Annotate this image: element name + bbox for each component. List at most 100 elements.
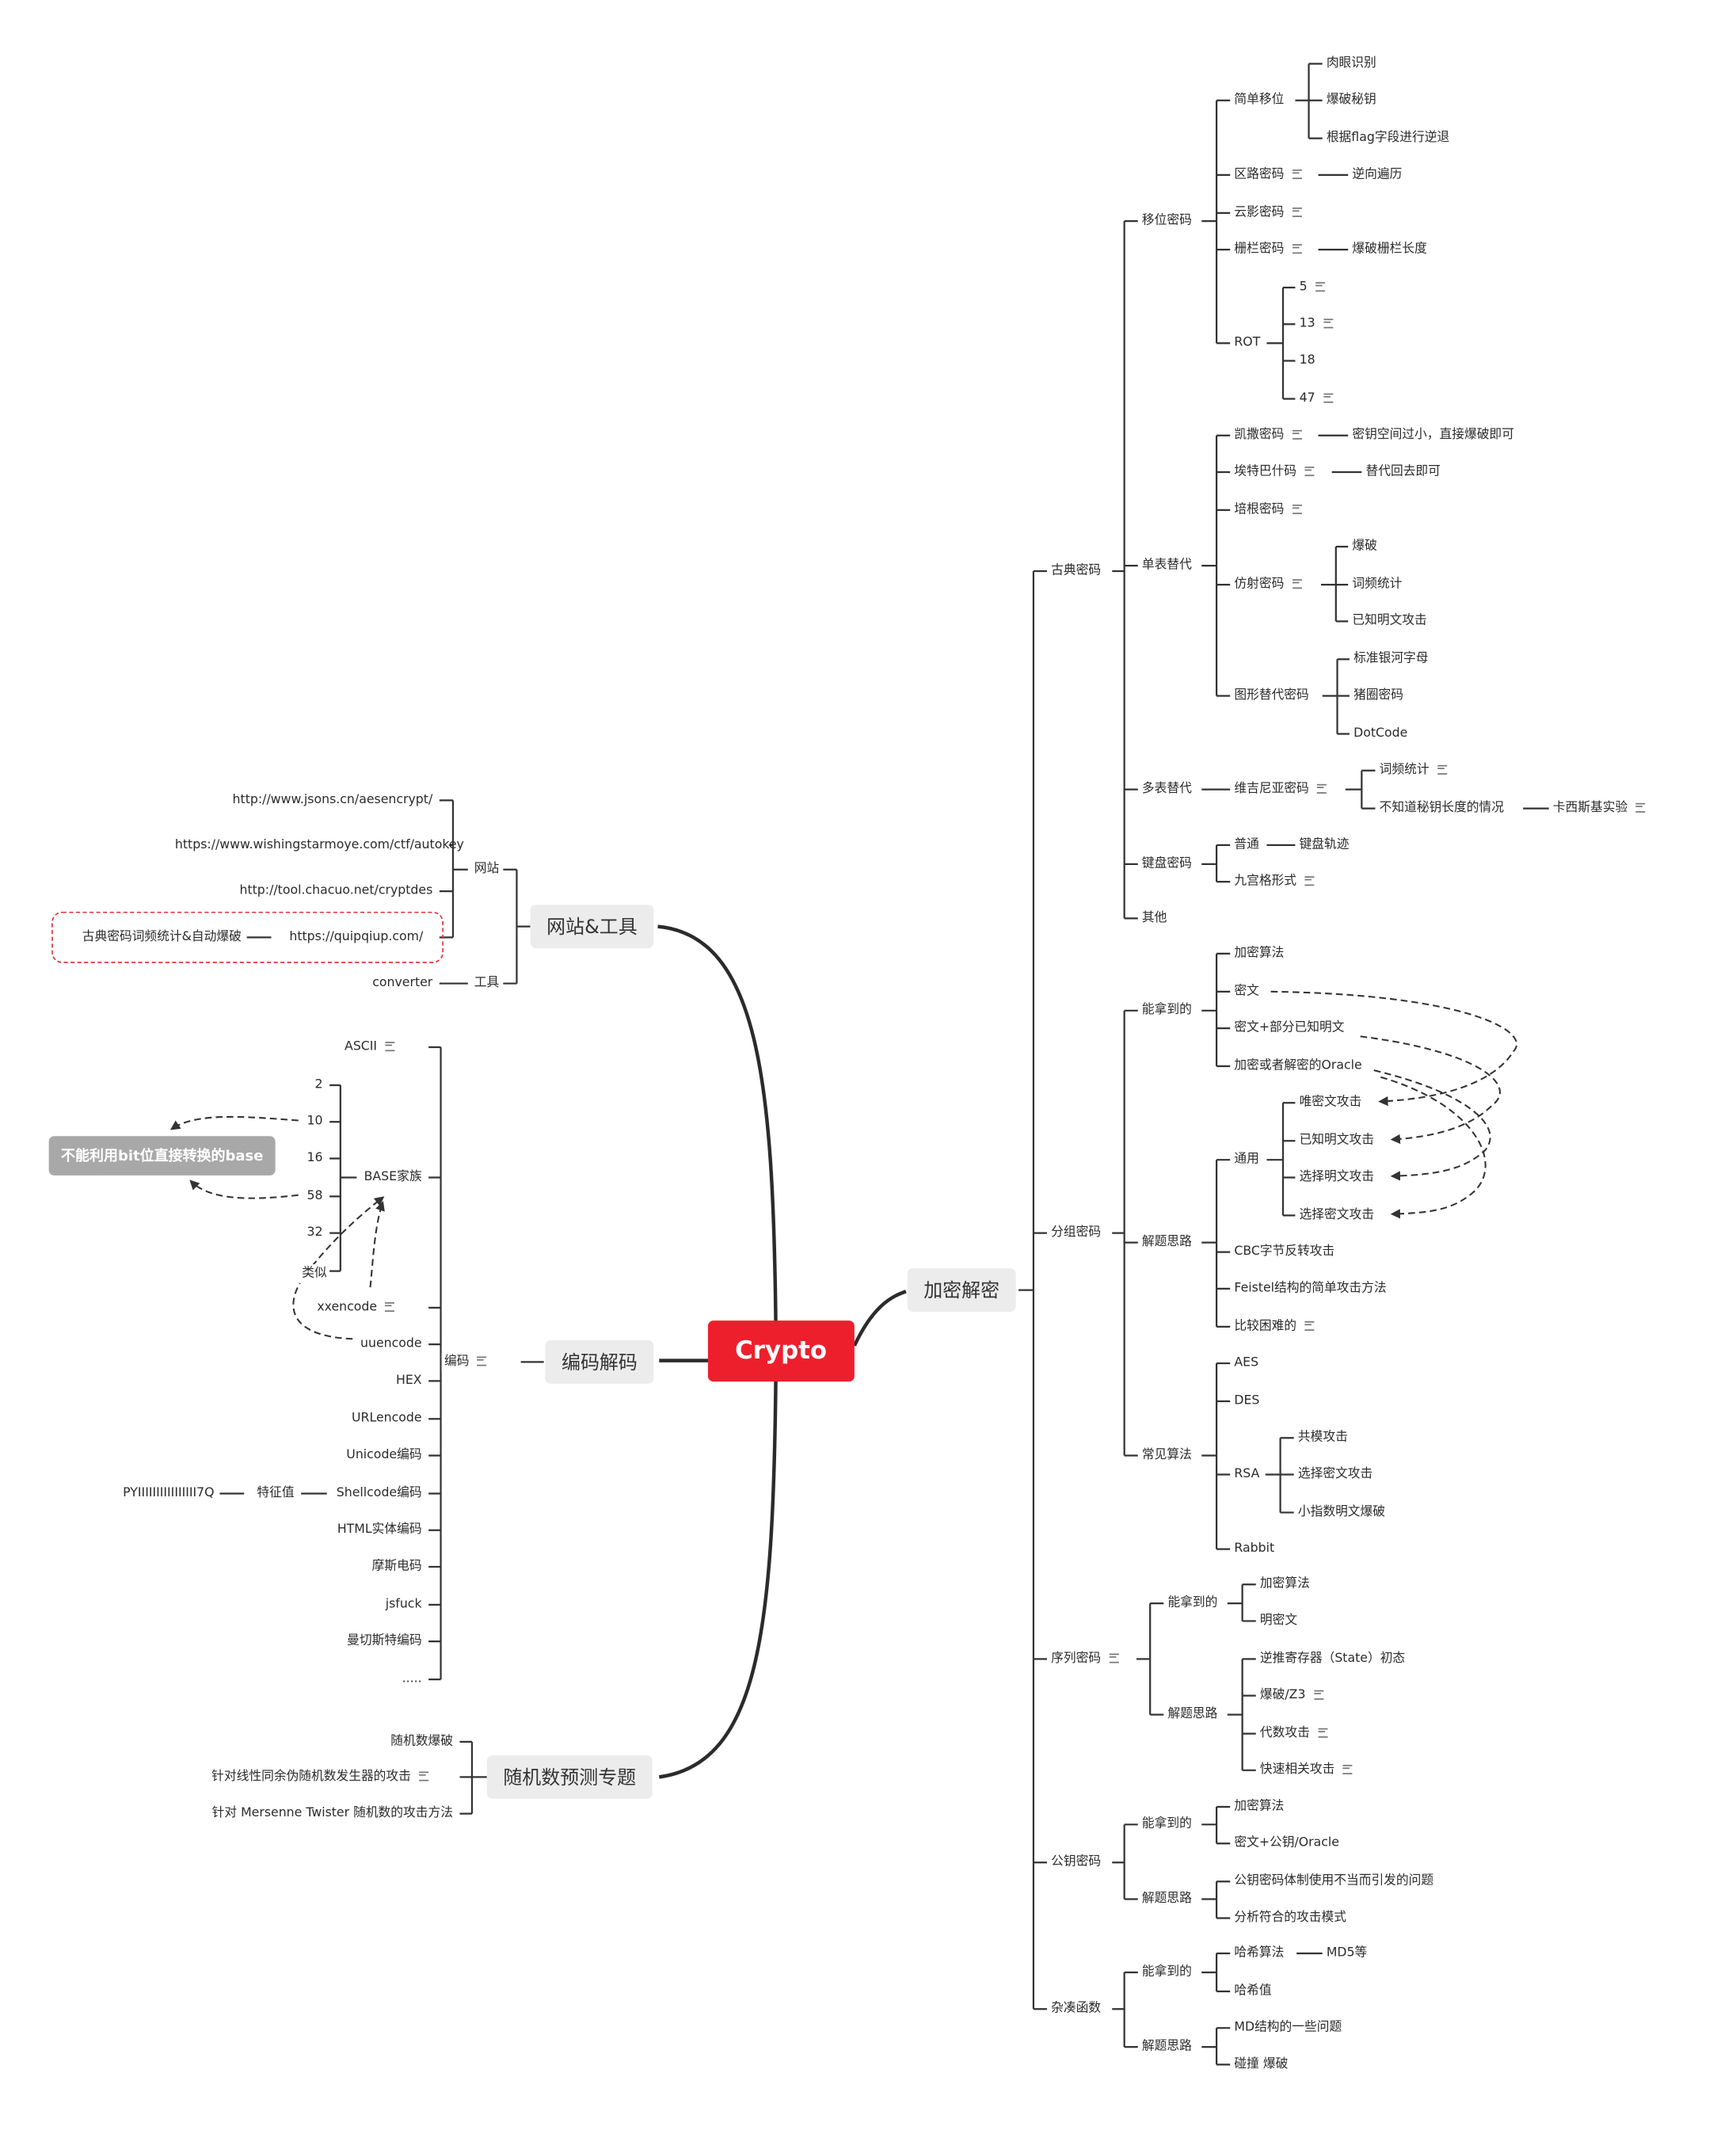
leaf[interactable]: jsfuck bbox=[383, 1595, 425, 1614]
leaf[interactable]: 曼切斯特编码 bbox=[344, 1632, 425, 1652]
bacon-node[interactable]: 培根密码 bbox=[1231, 500, 1304, 520]
leaf[interactable]: 针对线性同余伪随机数发生器的攻击 bbox=[208, 1767, 432, 1787]
leaf[interactable]: 已知明文攻击 bbox=[1296, 1131, 1377, 1151]
leaf[interactable]: 公钥密码体制使用不当而引发的问题 bbox=[1231, 1872, 1437, 1892]
note-icon[interactable] bbox=[1318, 1728, 1328, 1738]
leaf[interactable]: 快速相关攻击 bbox=[1257, 1760, 1356, 1780]
base-family-node[interactable]: BASE家族 bbox=[361, 1168, 425, 1187]
leaf[interactable]: HEX bbox=[393, 1371, 425, 1391]
leaf[interactable]: 碰撞 爆破 bbox=[1231, 2055, 1291, 2075]
leaf[interactable]: 肉眼识别 bbox=[1323, 54, 1380, 74]
leaf[interactable]: 九宫格形式 bbox=[1231, 872, 1317, 892]
atbash-node[interactable]: 埃特巴什码 bbox=[1231, 462, 1317, 482]
leaf[interactable]: URLencode bbox=[348, 1409, 425, 1429]
leaf[interactable]: MD5等 bbox=[1323, 1944, 1370, 1963]
leaf[interactable]: Unicode编码 bbox=[343, 1446, 425, 1465]
poly-node[interactable]: 多表替代 bbox=[1139, 779, 1195, 799]
other-node[interactable]: 其他 bbox=[1139, 909, 1170, 928]
note-icon[interactable] bbox=[419, 1771, 429, 1781]
root-node[interactable]: Crypto bbox=[707, 1320, 855, 1382]
mono-node[interactable]: 单表替代 bbox=[1139, 556, 1195, 576]
leaf[interactable]: 哈希算法 bbox=[1231, 1944, 1287, 1963]
leaf[interactable]: 58 bbox=[304, 1187, 326, 1206]
leaf[interactable]: 小指数明文爆破 bbox=[1295, 1503, 1388, 1522]
leaf[interactable]: 不知道秘钥长度的情况 bbox=[1376, 798, 1507, 818]
pubkey-node[interactable]: 公钥密码 bbox=[1048, 1853, 1104, 1873]
branch-crypt[interactable]: 加密解密 bbox=[907, 1268, 1016, 1312]
leaf[interactable]: 共模攻击 bbox=[1295, 1428, 1351, 1448]
note-icon[interactable] bbox=[385, 1302, 395, 1312]
leaf[interactable]: 爆破秘钥 bbox=[1323, 90, 1380, 110]
leaf[interactable]: DES bbox=[1231, 1392, 1262, 1411]
leaf[interactable]: 类似 bbox=[299, 1264, 330, 1284]
vigenere-node[interactable]: 维吉尼亚密码 bbox=[1231, 779, 1330, 799]
leaf[interactable]: 爆破栅栏长度 bbox=[1349, 240, 1430, 260]
leaf[interactable]: 选择密文攻击 bbox=[1296, 1206, 1377, 1225]
note-icon[interactable] bbox=[1323, 318, 1333, 329]
leaf[interactable]: uuencode bbox=[357, 1335, 425, 1355]
websites-node[interactable]: 网站 bbox=[471, 859, 502, 879]
note-icon[interactable] bbox=[477, 1356, 487, 1366]
branch-tools[interactable]: 网站&工具 bbox=[530, 905, 654, 949]
graphic-node[interactable]: 图形替代密码 bbox=[1231, 686, 1312, 706]
leaf[interactable]: 2 bbox=[312, 1076, 326, 1095]
note-icon[interactable] bbox=[1292, 244, 1302, 254]
cloud-cipher-node[interactable]: 云影密码 bbox=[1231, 203, 1304, 223]
note-icon[interactable] bbox=[1304, 1320, 1315, 1331]
leaf[interactable]: 卡西斯基实验 bbox=[1550, 798, 1648, 818]
leaf[interactable]: DotCode bbox=[1350, 724, 1410, 744]
classical-node[interactable]: 古典密码 bbox=[1048, 561, 1104, 581]
caesar-node[interactable]: 凯撒密码 bbox=[1231, 425, 1304, 445]
ascii-node[interactable]: ASCII bbox=[341, 1038, 398, 1057]
leaf[interactable]: 哈希值 bbox=[1231, 1981, 1275, 2001]
leaf[interactable]: 10 bbox=[304, 1112, 326, 1132]
leaf[interactable]: MD结构的一些问题 bbox=[1231, 2018, 1345, 2038]
leaf[interactable]: 爆破 bbox=[1349, 537, 1380, 557]
block-obtain-node[interactable]: 能拿到的 bbox=[1139, 1000, 1195, 1020]
leaf[interactable]: 分析符合的攻击模式 bbox=[1231, 1908, 1350, 1928]
branch-random[interactable]: 随机数预测专题 bbox=[486, 1755, 653, 1799]
leaf[interactable]: Shellcode编码 bbox=[333, 1484, 425, 1503]
note-icon[interactable] bbox=[1292, 208, 1302, 217]
hash-obtain-node[interactable]: 能拿到的 bbox=[1139, 1962, 1195, 1982]
leaf[interactable]: 已知明文攻击 bbox=[1349, 612, 1430, 631]
note-icon[interactable] bbox=[1317, 783, 1327, 794]
note-icon[interactable] bbox=[1437, 764, 1447, 775]
link-quipqiup[interactable]: https://quipqiup.com/ bbox=[286, 928, 426, 947]
leaf[interactable]: 5 bbox=[1296, 278, 1328, 298]
note-icon[interactable] bbox=[1292, 170, 1302, 180]
note-icon[interactable] bbox=[1304, 467, 1315, 477]
stream-approach-node[interactable]: 解题思路 bbox=[1165, 1705, 1220, 1724]
leaf[interactable]: 加密算法 bbox=[1231, 1797, 1287, 1817]
block-approach-node[interactable]: 解题思路 bbox=[1139, 1233, 1195, 1252]
leaf[interactable]: AES bbox=[1231, 1354, 1262, 1374]
leaf[interactable]: 18 bbox=[1296, 351, 1319, 371]
leaf[interactable]: 选择明文攻击 bbox=[1296, 1168, 1377, 1187]
block-node[interactable]: 分组密码 bbox=[1048, 1223, 1104, 1243]
leaf[interactable]: 代数攻击 bbox=[1257, 1724, 1331, 1743]
leaf[interactable]: 明密文 bbox=[1257, 1611, 1300, 1631]
general-node[interactable]: 通用 bbox=[1231, 1150, 1262, 1170]
simple-shift-node[interactable]: 简单移位 bbox=[1231, 90, 1287, 110]
leaf[interactable]: Rabbit bbox=[1231, 1539, 1277, 1559]
note-icon[interactable] bbox=[1315, 282, 1325, 292]
leaf[interactable]: 随机数爆破 bbox=[387, 1732, 456, 1751]
common-algo-node[interactable]: 常见算法 bbox=[1139, 1446, 1195, 1465]
note-icon[interactable] bbox=[1342, 1764, 1353, 1774]
zone-cipher-node[interactable]: 区路密码 bbox=[1231, 165, 1304, 185]
base-note-callout[interactable]: 不能利用bit位直接转换的base bbox=[48, 1136, 276, 1176]
leaf[interactable]: xxencode bbox=[314, 1298, 398, 1317]
note-icon[interactable] bbox=[1635, 802, 1646, 813]
note-icon[interactable] bbox=[1313, 1690, 1323, 1700]
tool-node[interactable]: 工具 bbox=[471, 974, 502, 993]
leaf[interactable]: 密钥空间过小，直接爆破即可 bbox=[1349, 425, 1517, 445]
leaf[interactable]: 密文+部分已知明文 bbox=[1231, 1019, 1347, 1038]
leaf[interactable]: CBC字节反转攻击 bbox=[1231, 1242, 1338, 1262]
converter-node[interactable]: converter bbox=[369, 974, 436, 993]
leaf[interactable]: HTML实体编码 bbox=[334, 1520, 425, 1540]
leaf[interactable]: 13 bbox=[1296, 314, 1336, 334]
leaf[interactable]: 猪圈密码 bbox=[1350, 686, 1407, 706]
leaf[interactable]: 逆向遍历 bbox=[1349, 165, 1405, 185]
note-icon[interactable] bbox=[385, 1042, 395, 1052]
fence-cipher-node[interactable]: 栅栏密码 bbox=[1231, 240, 1304, 260]
